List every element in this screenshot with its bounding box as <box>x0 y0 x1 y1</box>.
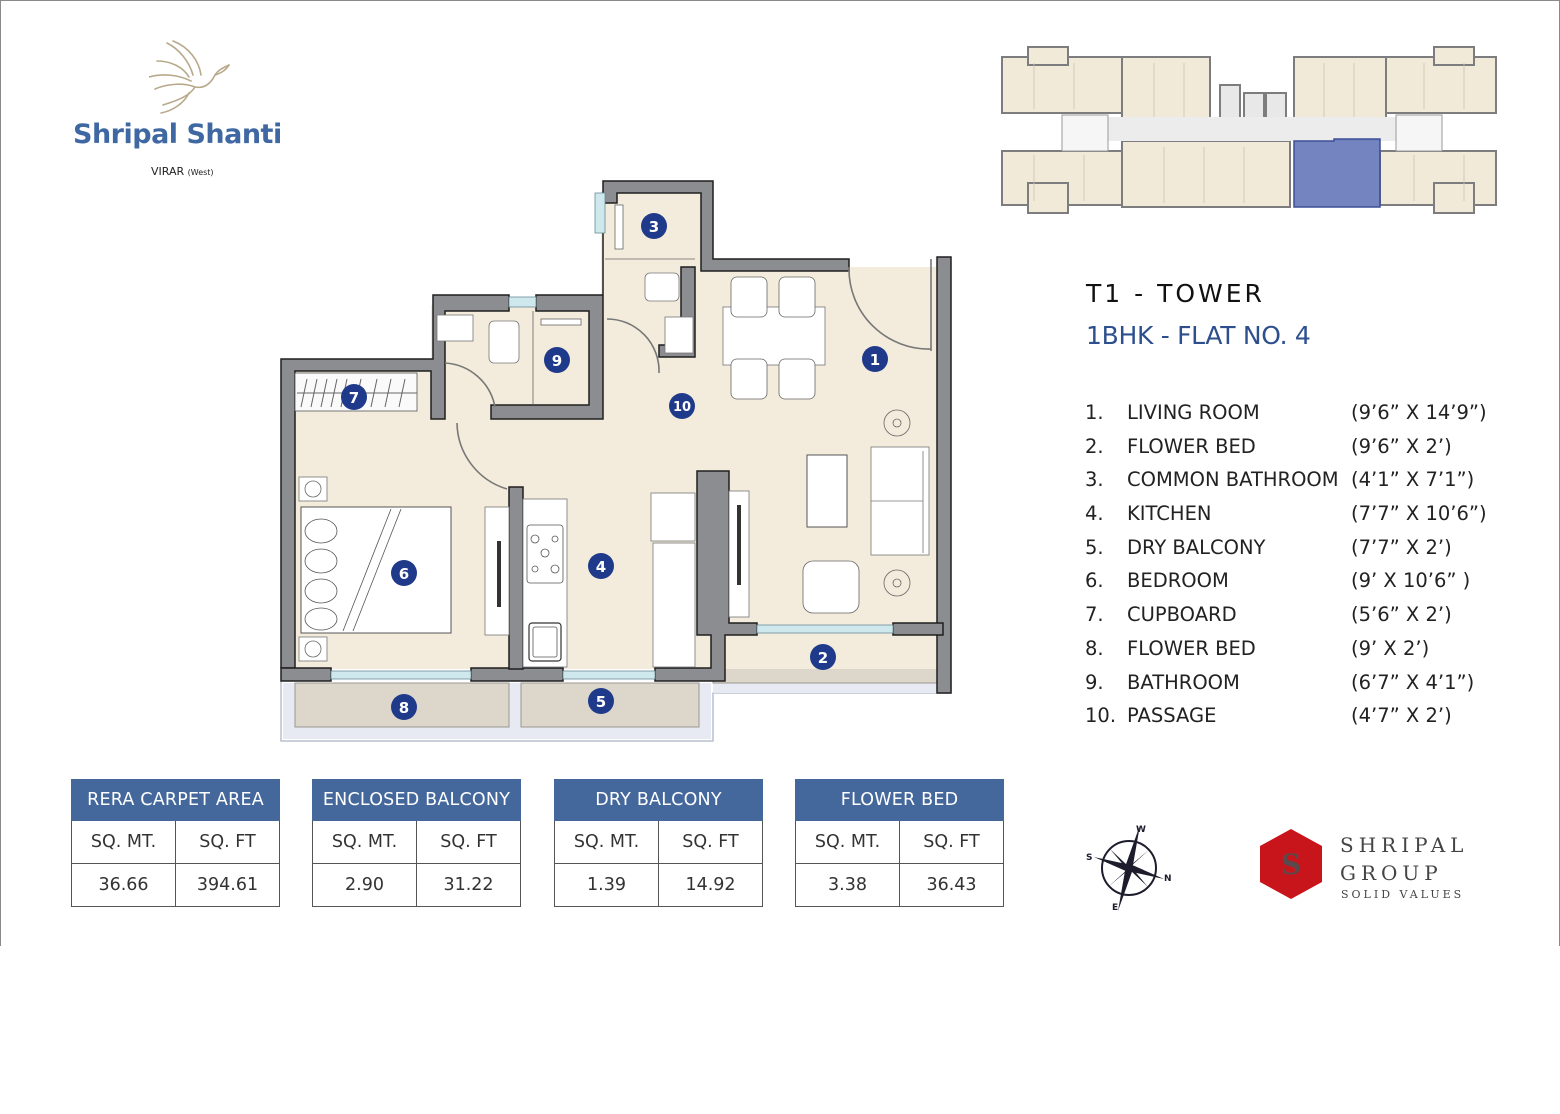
key-plan <box>1001 46 1497 214</box>
col-sq-mt: SQ. MT. <box>554 820 659 864</box>
hexagon-logo-icon: S <box>1260 829 1322 899</box>
legend-item: 2.FLOWER BED(9’6” X 2’) <box>1085 434 1452 458</box>
table-title: DRY BALCONY <box>554 779 763 821</box>
svg-text:5: 5 <box>596 693 606 711</box>
flat-title: 1BHK - FLAT NO. 4 <box>1086 321 1311 350</box>
col-sq-ft: SQ. FT <box>175 820 280 864</box>
legend-item: 4.KITCHEN(7’7” X 10’6”) <box>1085 502 1487 526</box>
room-badges: 1 2 3 4 5 6 7 8 9 10 <box>341 213 888 720</box>
table-title: ENCLOSED BALCONY <box>312 779 521 821</box>
col-sq-ft: SQ. FT <box>899 820 1004 864</box>
col-sq-mt: SQ. MT. <box>71 820 176 864</box>
col-sq-ft: SQ. FT <box>416 820 521 864</box>
svg-text:3: 3 <box>649 218 659 236</box>
svg-text:8: 8 <box>399 699 409 717</box>
svg-text:E: E <box>1112 903 1118 911</box>
legend-item: 6.BEDROOM(9’ X 10’6” ) <box>1085 569 1471 593</box>
svg-text:S: S <box>1086 853 1092 863</box>
svg-text:N: N <box>1164 874 1172 884</box>
table-title: RERA CARPET AREA <box>71 779 280 821</box>
value-sq-ft: 36.43 <box>899 863 1004 907</box>
svg-text:9: 9 <box>552 352 562 370</box>
floor-plan: 1 2 3 4 5 6 7 8 9 10 <box>280 180 952 742</box>
value-sq-ft: 14.92 <box>658 863 763 907</box>
brochure-sheet: Shripal Shanti VIRAR (West) <box>0 0 1560 946</box>
svg-text:4: 4 <box>596 558 606 576</box>
svg-text:7: 7 <box>349 389 359 407</box>
legend-item: 1.LIVING ROOM(9’6” X 14’9”) <box>1085 401 1487 424</box>
legend-item: 5.DRY BALCONY(7’7” X 2’) <box>1085 535 1452 559</box>
dove-icon <box>149 40 230 114</box>
col-sq-mt: SQ. MT. <box>795 820 900 864</box>
group-name-line1: SHRIPAL <box>1340 833 1469 857</box>
value-sq-mt: 1.39 <box>554 863 659 907</box>
highlighted-flat <box>1293 138 1381 208</box>
project-name: Shripal Shanti <box>73 119 282 150</box>
value-sq-mt: 3.38 <box>795 863 900 907</box>
svg-text:6: 6 <box>399 565 409 583</box>
value-sq-mt: 2.90 <box>312 863 417 907</box>
svg-text:10: 10 <box>673 400 691 415</box>
legend-item: 8.FLOWER BED(9’ X 2’) <box>1085 636 1430 660</box>
compass-icon: W S N E <box>1086 825 1172 911</box>
table-title: FLOWER BED <box>795 779 1004 821</box>
svg-text:1: 1 <box>870 351 880 369</box>
group-name-line2: GROUP <box>1340 861 1443 885</box>
svg-text:W: W <box>1136 825 1146 835</box>
project-logo: Shripal Shanti VIRAR (West) <box>71 39 311 179</box>
tower-title: T1 - TOWER <box>1086 279 1265 308</box>
svg-text:2: 2 <box>818 649 828 667</box>
group-tagline: SOLID VALUES <box>1341 888 1465 901</box>
col-sq-ft: SQ. FT <box>658 820 763 864</box>
shripal-group-logo: S SHRIPAL GROUP SOLID VALUES <box>1256 827 1516 907</box>
project-location: VIRAR (West) <box>151 165 214 178</box>
col-sq-mt: SQ. MT. <box>312 820 417 864</box>
svg-text:S: S <box>1281 848 1301 881</box>
value-sq-mt: 36.66 <box>71 863 176 907</box>
legend-item: 3.COMMON BATHROOM(4’1” X 7’1”) <box>1085 468 1475 492</box>
legend-item: 9.BATHROOM(6’7” X 4’1”) <box>1085 670 1475 694</box>
legend-item: 7.CUPBOARD(5’6” X 2’) <box>1085 603 1452 627</box>
value-sq-ft: 31.22 <box>416 863 521 907</box>
value-sq-ft: 394.61 <box>175 863 280 907</box>
room-legend: 1.LIVING ROOM(9’6” X 14’9”) 2.FLOWER BED… <box>1085 401 1505 738</box>
legend-item: 10.PASSAGE(4’7” X 2’) <box>1085 704 1452 728</box>
